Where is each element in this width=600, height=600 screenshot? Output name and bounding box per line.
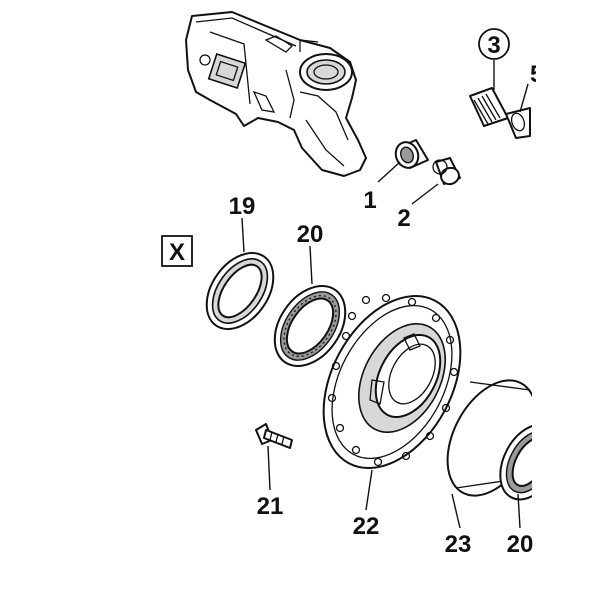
wheel-stud-part-21 — [255, 423, 293, 449]
view-marker-box — [161, 235, 193, 267]
label-part-2: 2 — [397, 205, 410, 232]
leader-lines — [241, 60, 529, 529]
bushing-part-2 — [432, 157, 461, 186]
view-marker-x: X — [161, 235, 193, 267]
callout-3: 3 — [478, 28, 510, 60]
splined-shaft-part-3 — [469, 87, 531, 139]
view-marker-label: X — [169, 239, 185, 266]
crop-mask-label-5 — [536, 60, 600, 100]
roller-bearing-part-20 — [273, 285, 347, 367]
crop-mask-label-20 — [538, 520, 600, 560]
steering-knuckle-housing — [185, 11, 367, 177]
seal-ring-part-19 — [205, 252, 275, 330]
label-part-22: 22 — [353, 513, 380, 540]
callout-circle — [478, 28, 510, 60]
needle-bearing-part-1 — [394, 139, 429, 169]
label-part-19: 19 — [229, 193, 256, 220]
label-part-1: 1 — [363, 187, 376, 214]
wheel-hub-part-22 — [322, 293, 462, 469]
label-part-3: 3 — [487, 32, 500, 59]
label-part-21: 21 — [257, 493, 284, 520]
label-part-23: 23 — [445, 531, 472, 558]
label-part-20-top: 20 — [297, 221, 324, 248]
label-part-20-bottom: 20 — [507, 531, 534, 558]
